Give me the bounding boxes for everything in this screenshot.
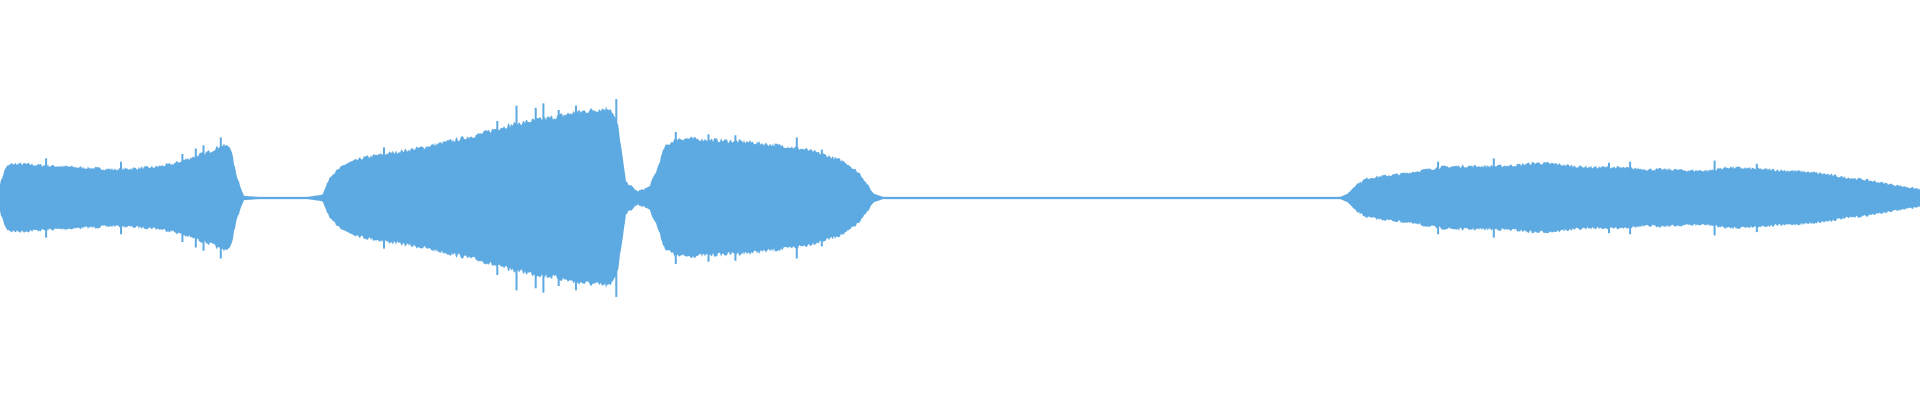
waveform-body [0,106,1920,288]
